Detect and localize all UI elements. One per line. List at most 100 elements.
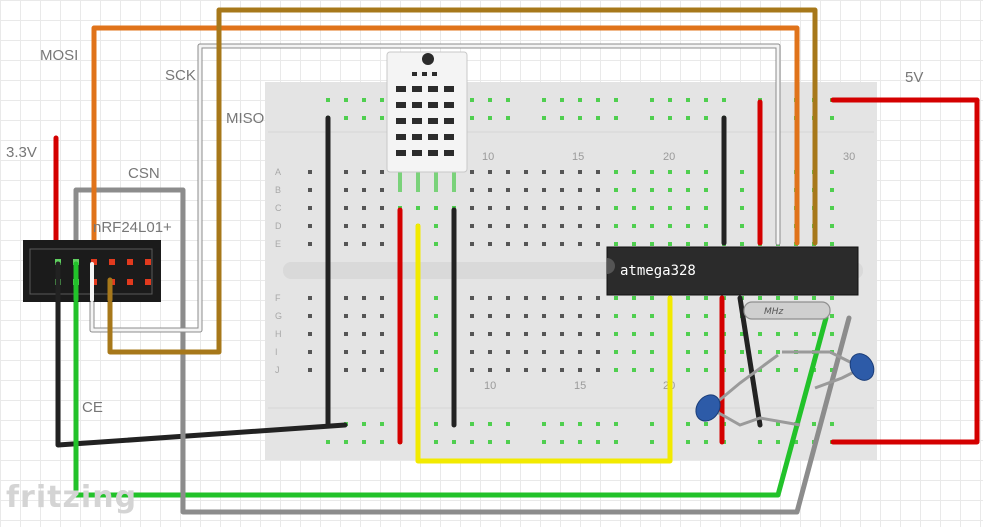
rail-hole	[470, 116, 474, 120]
breadboard-hole	[380, 332, 384, 336]
breadboard-hole	[524, 314, 528, 318]
sensor-grille	[396, 72, 454, 156]
breadboard-hole	[686, 224, 690, 228]
breadboard-hole	[704, 368, 708, 372]
chip-notch	[607, 258, 615, 274]
breadboard-hole	[686, 296, 690, 300]
rail-hole	[344, 116, 348, 120]
breadboard-hole	[344, 314, 348, 318]
rail-hole	[704, 440, 708, 444]
rail-hole	[362, 422, 366, 426]
breadboard-hole	[560, 188, 564, 192]
breadboard-hole	[830, 314, 834, 318]
sensor-vent-small	[412, 72, 417, 76]
rail-hole	[650, 116, 654, 120]
rail-hole	[596, 422, 600, 426]
breadboard-hole	[686, 368, 690, 372]
rail-hole	[686, 422, 690, 426]
breadboard-hole	[740, 350, 744, 354]
rail-hole	[506, 440, 510, 444]
rail-hole	[830, 116, 834, 120]
sensor-vent	[412, 102, 422, 108]
rail-hole	[686, 98, 690, 102]
sensor-vent	[396, 86, 406, 92]
breadboard-hole	[524, 296, 528, 300]
breadboard-hole	[812, 332, 816, 336]
rail-hole	[434, 422, 438, 426]
miso-label: MISO	[226, 110, 264, 127]
breadboard-hole	[362, 188, 366, 192]
breadboard-hole	[380, 314, 384, 318]
breadboard-hole	[524, 350, 528, 354]
breadboard-hole	[470, 296, 474, 300]
breadboard-hole	[344, 350, 348, 354]
rail-hole	[380, 422, 384, 426]
breadboard-hole	[632, 314, 636, 318]
sensor-vent	[444, 134, 454, 140]
capacitors	[695, 350, 875, 427]
breadboard-hole	[614, 296, 618, 300]
rail-hole	[650, 440, 654, 444]
rail-hole	[776, 440, 780, 444]
rail-hole	[830, 422, 834, 426]
column-number-top-20: 20	[663, 151, 675, 163]
breadboard-hole	[614, 206, 618, 210]
breadboard-hole	[704, 350, 708, 354]
breadboard-hole	[686, 332, 690, 336]
row-label-j: J	[275, 365, 280, 375]
breadboard-hole	[668, 206, 672, 210]
breadboard-hole	[596, 224, 600, 228]
breadboard-hole	[830, 206, 834, 210]
breadboard-hole	[560, 296, 564, 300]
breadboard-hole	[506, 368, 510, 372]
rail-hole	[362, 440, 366, 444]
column-number-top-15: 15	[572, 151, 584, 163]
breadboard-hole	[434, 224, 438, 228]
radio-header-pin	[91, 259, 97, 265]
signal-labels: MOSI SCK MISO 3.3V CSN nRF24L01+ CE 5V	[6, 47, 923, 416]
breadboard-hole	[344, 368, 348, 372]
mosi-wire	[91, 25, 800, 283]
wires-back	[53, 7, 980, 515]
breadboard-hole	[542, 350, 546, 354]
rail-hole	[578, 116, 582, 120]
breadboard-hole	[704, 314, 708, 318]
capacitor-right	[849, 353, 875, 381]
rail-hole	[560, 98, 564, 102]
rail-hole	[542, 422, 546, 426]
breadboard-hole	[542, 188, 546, 192]
breadboard-hole	[650, 350, 654, 354]
breadboard-hole	[578, 350, 582, 354]
breadboard-hole	[506, 188, 510, 192]
sensor-vent-small	[422, 72, 427, 76]
breadboard-hole	[650, 314, 654, 318]
breadboard-hole	[596, 206, 600, 210]
breadboard-hole	[488, 224, 492, 228]
mosi-label: MOSI	[40, 47, 78, 64]
miso-wire	[107, 7, 818, 355]
row-label-i: I	[275, 347, 278, 357]
breadboard-hole	[470, 170, 474, 174]
sensor-vent	[396, 118, 406, 124]
sensor-data-wire	[415, 223, 673, 464]
breadboard-hole	[740, 242, 744, 246]
rail-hole	[506, 422, 510, 426]
rail-hole	[344, 440, 348, 444]
rail-hole	[326, 98, 330, 102]
breadboard-hole	[542, 206, 546, 210]
breadboard-hole	[686, 350, 690, 354]
breadboard-hole	[578, 224, 582, 228]
rail-hole	[506, 98, 510, 102]
breadboard-hole	[470, 188, 474, 192]
v5-label: 5V	[905, 69, 923, 86]
rail-hole	[560, 116, 564, 120]
rail-hole	[362, 98, 366, 102]
sensor-vent	[412, 134, 422, 140]
breadboard-hole	[488, 314, 492, 318]
rail-hole	[596, 98, 600, 102]
breadboard-hole	[524, 242, 528, 246]
rail-hole	[686, 116, 690, 120]
breadboard-hole	[632, 170, 636, 174]
rail-hole	[596, 116, 600, 120]
breadboard-hole	[524, 206, 528, 210]
